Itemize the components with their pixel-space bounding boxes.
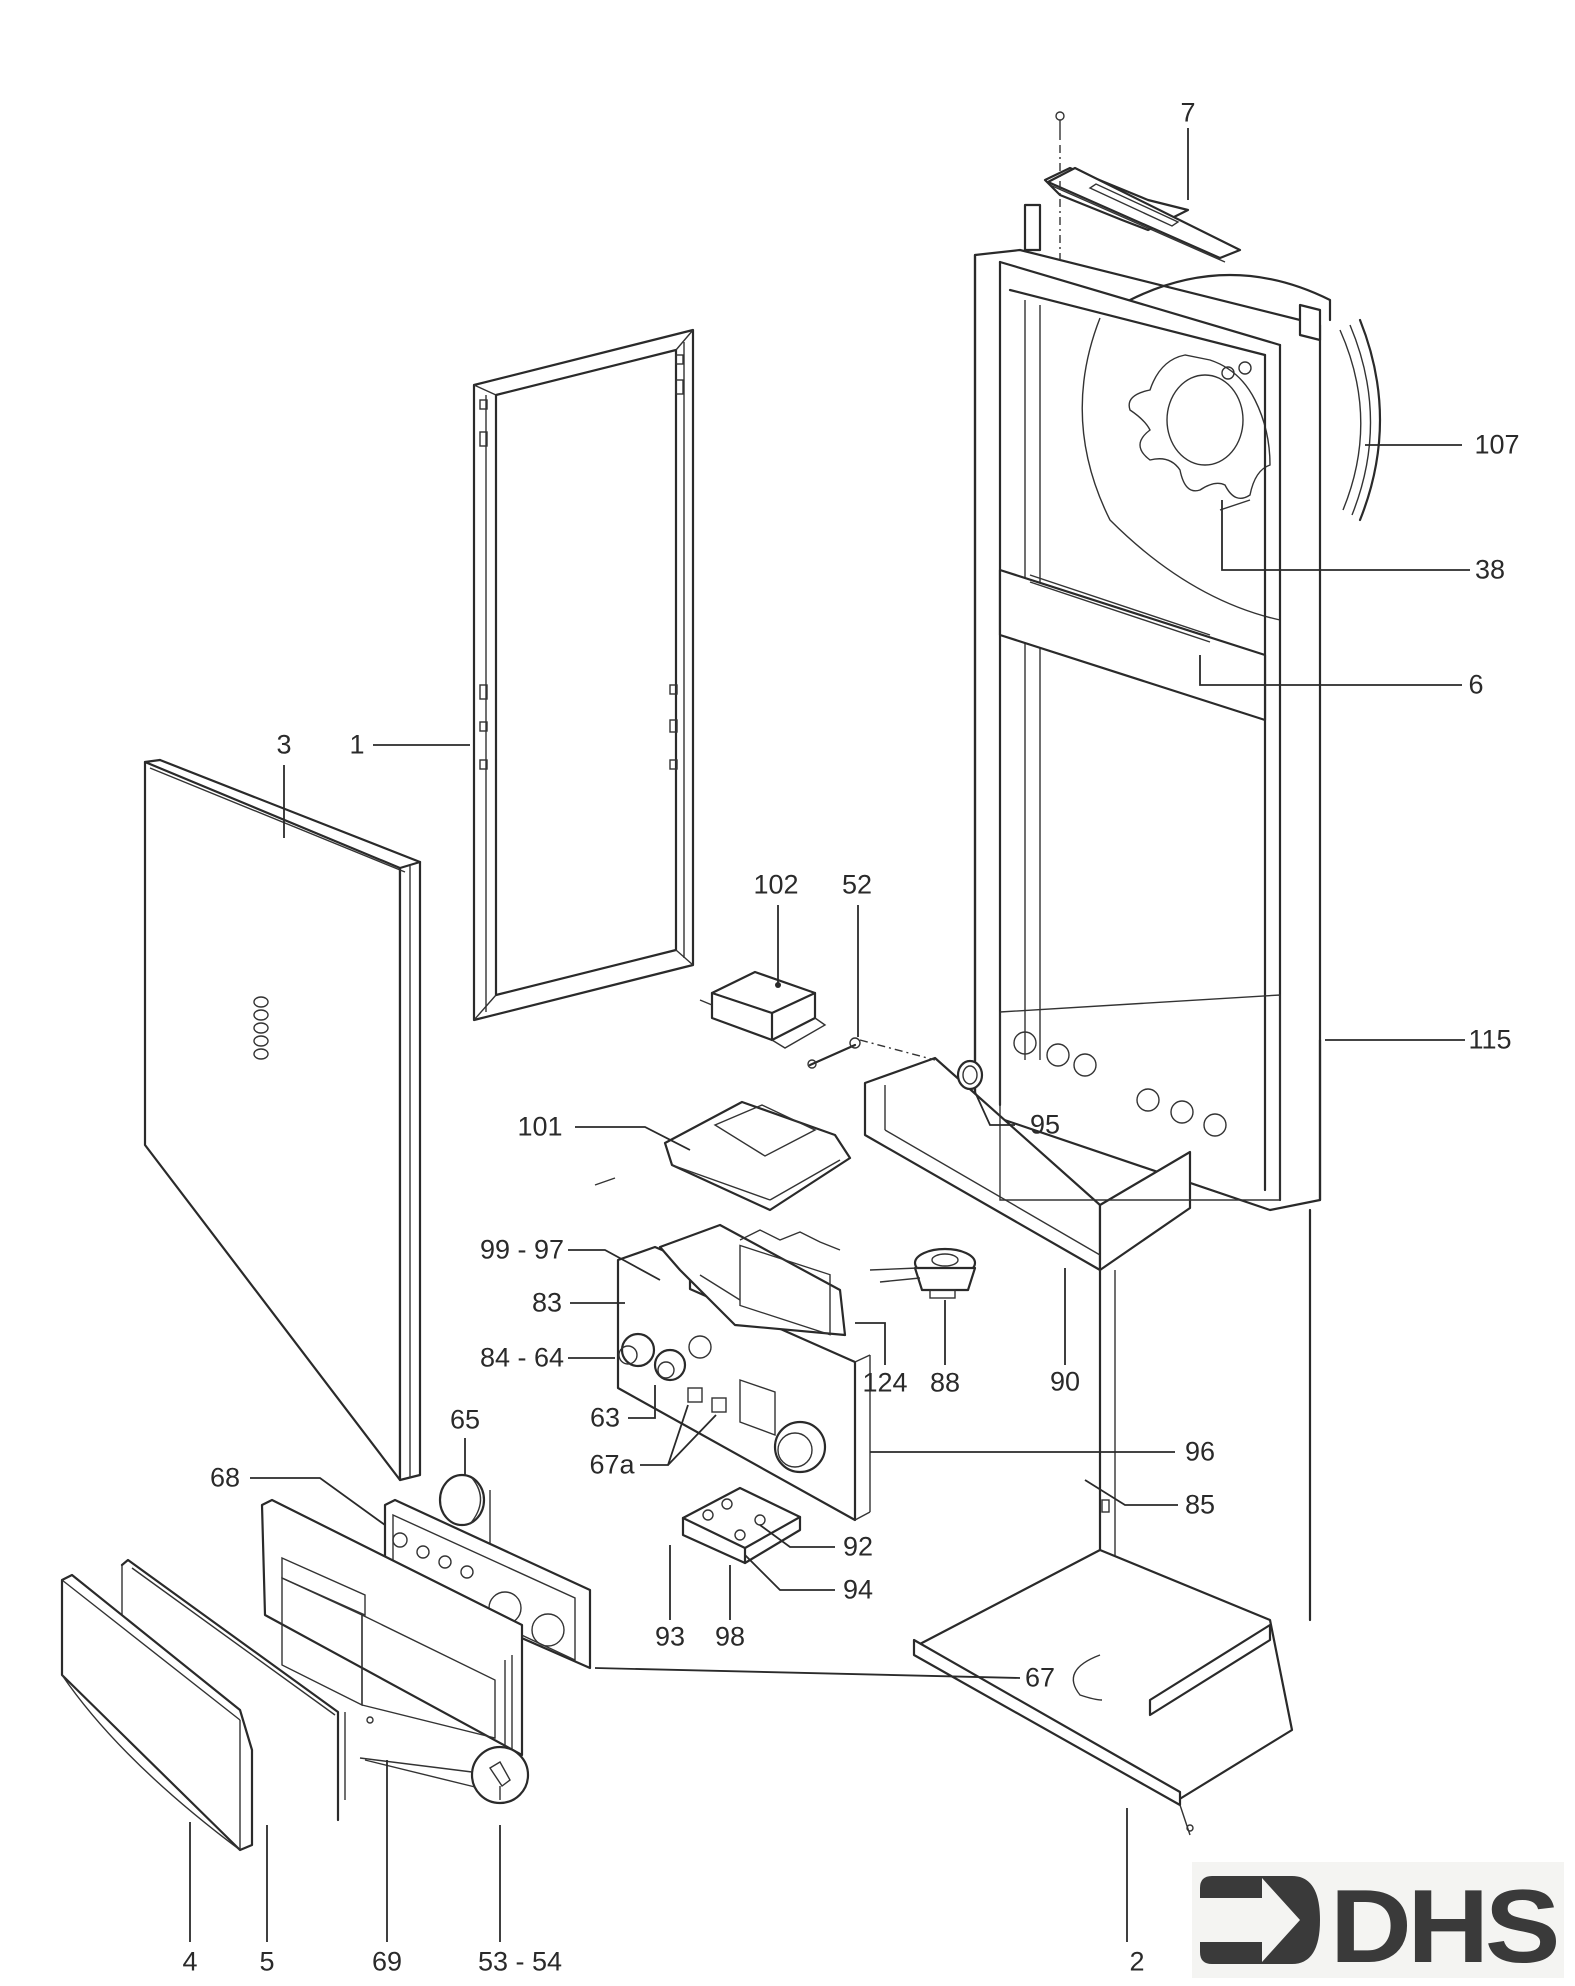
part-52-screw: [807, 1037, 936, 1069]
label-part-99-97: 99 - 97: [479, 1234, 565, 1265]
label-part-107: 107: [1474, 429, 1520, 460]
label-part-83: 83: [531, 1287, 563, 1318]
label-part-95: 95: [1029, 1109, 1061, 1140]
main-chassis: [863, 203, 1382, 1722]
part-3-front-panel: [143, 758, 422, 1482]
label-part-1: 1: [349, 729, 365, 760]
control-box: [616, 1223, 871, 1522]
label-part-3: 3: [276, 729, 292, 760]
label-part-65: 65: [449, 1404, 481, 1435]
label-part-124: 124: [862, 1367, 908, 1398]
part-53-54-detail: [359, 1745, 530, 1805]
label-part-5: 5: [259, 1946, 275, 1977]
label-part-4: 4: [182, 1946, 198, 1977]
part-101-cover: [594, 1100, 852, 1212]
vent-slots: [253, 996, 269, 1060]
label-part-90: 90: [1049, 1366, 1081, 1397]
label-part-38: 38: [1474, 554, 1506, 585]
label-part-2: 2: [1129, 1946, 1145, 1977]
part-2-base-plate: [912, 1548, 1294, 1836]
label-part-102: 102: [753, 869, 799, 900]
label-part-94: 94: [842, 1574, 874, 1605]
part-92-terminal-block: [681, 1486, 802, 1565]
part-5-trim: [120, 1558, 374, 1822]
dhs-logo-text: DHS: [1330, 1869, 1557, 1978]
label-part-98: 98: [714, 1621, 746, 1652]
part-7-top-plate: [1043, 111, 1242, 263]
label-part-6: 6: [1468, 669, 1484, 700]
label-part-53-54: 53 - 54: [477, 1946, 563, 1977]
label-part-69: 69: [371, 1946, 403, 1977]
label-part-85: 85: [1184, 1489, 1216, 1520]
part-4-lower-panel: [60, 1573, 254, 1852]
label-part-92: 92: [842, 1531, 874, 1562]
part-88-pressure-switch: [869, 1247, 977, 1299]
dhs-arrow-icon: DHS: [1200, 1869, 1561, 1985]
label-part-101: 101: [517, 1111, 563, 1142]
label-part-63: 63: [589, 1402, 621, 1433]
label-part-67: 67: [1024, 1662, 1056, 1693]
label-part-52: 52: [841, 869, 873, 900]
label-part-93: 93: [654, 1621, 686, 1652]
part-69-frame: [260, 1498, 524, 1757]
label-part-68: 68: [209, 1462, 241, 1493]
label-part-67a: 67a: [589, 1449, 635, 1480]
label-part-115: 115: [1468, 1024, 1512, 1055]
part-102-box: [699, 970, 827, 1049]
label-part-88: 88: [929, 1367, 961, 1398]
label-part-84-64: 84 - 64: [479, 1342, 565, 1373]
label-part-7: 7: [1180, 97, 1196, 128]
leader-lines: [189, 128, 1470, 1942]
part-1-frame: [472, 328, 695, 1022]
label-part-96: 96: [1184, 1436, 1216, 1467]
dhs-logo: DHS: [1192, 1862, 1564, 1985]
